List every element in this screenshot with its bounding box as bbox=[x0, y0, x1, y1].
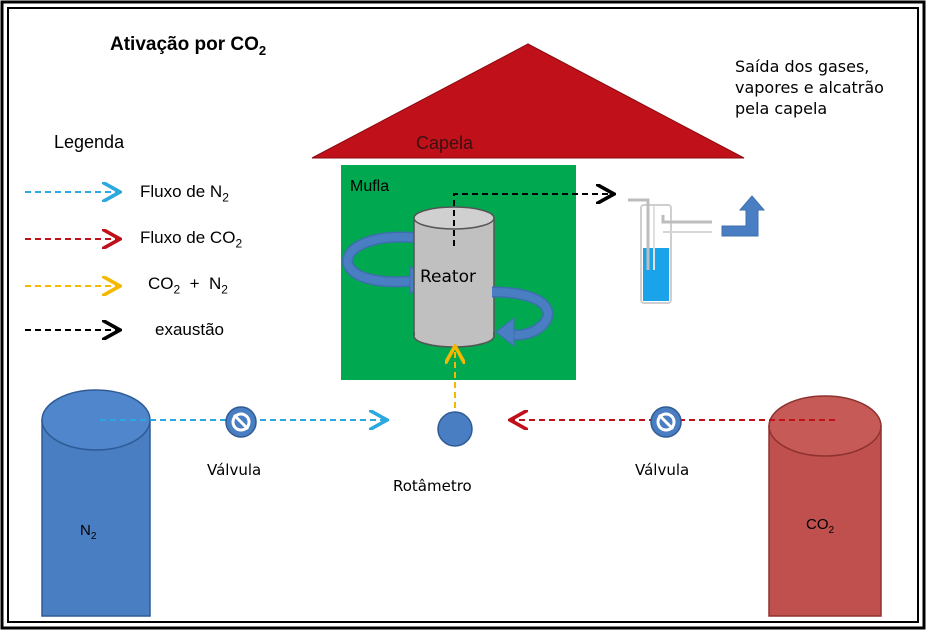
rotameter-label: Rotâmetro bbox=[393, 477, 472, 495]
n2-cylinder bbox=[41, 389, 151, 617]
gas-trap bbox=[628, 198, 712, 304]
valve-right-label: Válvula bbox=[635, 461, 690, 479]
exit-note: Saída dos gases, vapores e alcatrão pela… bbox=[735, 57, 884, 118]
diagram-title: Ativação por CO2 bbox=[110, 34, 267, 58]
exit-arrow-icon bbox=[721, 195, 766, 237]
legend-title: Legenda bbox=[54, 132, 125, 152]
hood-label: Capela bbox=[416, 133, 474, 153]
co2-cylinder bbox=[768, 395, 882, 617]
furnace-label: Mufla bbox=[350, 178, 390, 195]
legend-item-exhaust: exaustão bbox=[155, 320, 224, 339]
legend-item-co2: Fluxo de CO2 bbox=[140, 228, 243, 251]
valve-right-icon bbox=[650, 406, 682, 438]
reactor-label: Reator bbox=[420, 267, 476, 287]
n2-cylinder-label: N2 bbox=[80, 522, 97, 542]
reactor-cylinder bbox=[413, 206, 495, 348]
co2-cylinder-label: CO2 bbox=[806, 516, 835, 536]
legend-item-mix: CO2 + N2 bbox=[148, 274, 228, 297]
inner-frame bbox=[7, 7, 919, 623]
exhaust-line bbox=[453, 194, 612, 246]
hood-triangle bbox=[311, 43, 745, 159]
rotation-arrowhead-right bbox=[495, 316, 515, 348]
valve-left-icon bbox=[225, 406, 257, 438]
valve-left-label: Válvula bbox=[207, 461, 262, 479]
legend-item-n2: Fluxo de N2 bbox=[140, 182, 229, 205]
rotameter-icon bbox=[437, 411, 473, 447]
